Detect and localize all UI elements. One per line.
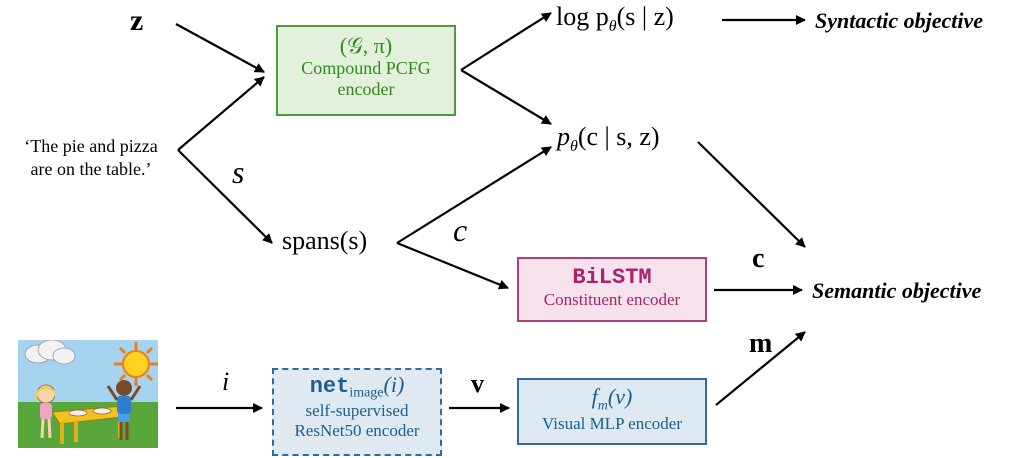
m-vector-label: m <box>749 328 773 359</box>
cloud-icon <box>24 340 76 365</box>
mlp-subtitle: Visual MLP encoder <box>542 414 682 434</box>
arrow-sentence-to-spans <box>177 149 273 244</box>
image-encoder-line-2: ResNet50 encoder <box>294 421 420 441</box>
arrow-z-to-pcfg <box>175 23 265 73</box>
c-vector-label: c <box>752 243 765 274</box>
bilstm-constituent-encoder-box: BiLSTM Constituent encoder <box>517 257 707 322</box>
spans-label: spans(s) <box>282 226 368 255</box>
boy-figure-icon <box>106 380 142 440</box>
s-symbol: s <box>232 154 245 190</box>
image-encoder-line-1: self-supervised <box>305 401 409 421</box>
logp-argument: (s | z) <box>616 2 674 31</box>
arrow-sentence-to-pcfg <box>177 76 265 151</box>
compound-pcfg-encoder-box: (𝒢, π) Compound PCFG encoder <box>276 25 456 116</box>
mlp-subscript: m <box>597 398 608 414</box>
semantic-objective-label: Semantic objective <box>812 278 982 303</box>
logp-subscript: θ <box>608 18 617 36</box>
mlp-formula: fm(v) <box>519 384 705 414</box>
pcfg-formula: (𝒢, π) <box>339 33 393 58</box>
net-subscript: image <box>349 385 384 401</box>
bilstm-subtitle: Constituent encoder <box>543 290 681 310</box>
arrow-spans-to-bilstm <box>396 241 509 290</box>
syntactic-objective-label: Syntactic objective <box>815 8 983 33</box>
pcfg-line-1: Compound PCFG <box>301 58 431 79</box>
constituent-probability-expression: pθ(c | s, z) <box>557 124 660 155</box>
arrow-spans-to-pc <box>396 146 552 244</box>
pcfg-line-2: encoder <box>337 78 395 99</box>
image-encoder-box: netimage(i) self-supervised ResNet50 enc… <box>272 368 442 456</box>
i-symbol: i <box>222 367 230 396</box>
z-symbol: z <box>130 4 144 37</box>
sentence-line-1: ‘The pie and pizza <box>24 136 158 156</box>
arrow-pc-to-semantic <box>697 141 806 248</box>
pc-text: p <box>557 122 570 151</box>
pc-argument: (c | s, z) <box>577 122 660 151</box>
pc-subscript: θ <box>570 138 578 156</box>
input-scene-image <box>18 340 158 448</box>
net-argument: (i) <box>383 372 405 397</box>
net-text: net <box>309 374 350 399</box>
input-sentence: ‘The pie and pizza are on the table.’ <box>6 135 176 180</box>
girl-figure-icon <box>36 384 56 439</box>
arrow-mlp-to-semantic <box>715 331 806 406</box>
logp-text: log p <box>556 2 609 31</box>
sun-icon <box>114 342 158 386</box>
mlp-f: f <box>591 384 598 409</box>
image-encoder-title: netimage(i) <box>274 372 440 401</box>
sentence-line-2: are on the table.’ <box>30 158 152 179</box>
mlp-argument: (v) <box>607 384 633 409</box>
arrow-pcfg-to-logp <box>460 12 552 71</box>
v-symbol: v <box>471 369 484 398</box>
arrow-pcfg-to-pc <box>460 69 552 125</box>
c-symbol: c <box>453 212 468 248</box>
log-likelihood-expression: log pθ(s | z) <box>556 4 674 35</box>
bilstm-title: BiLSTM <box>572 265 652 290</box>
visual-mlp-encoder-box: fm(v) Visual MLP encoder <box>517 378 707 445</box>
